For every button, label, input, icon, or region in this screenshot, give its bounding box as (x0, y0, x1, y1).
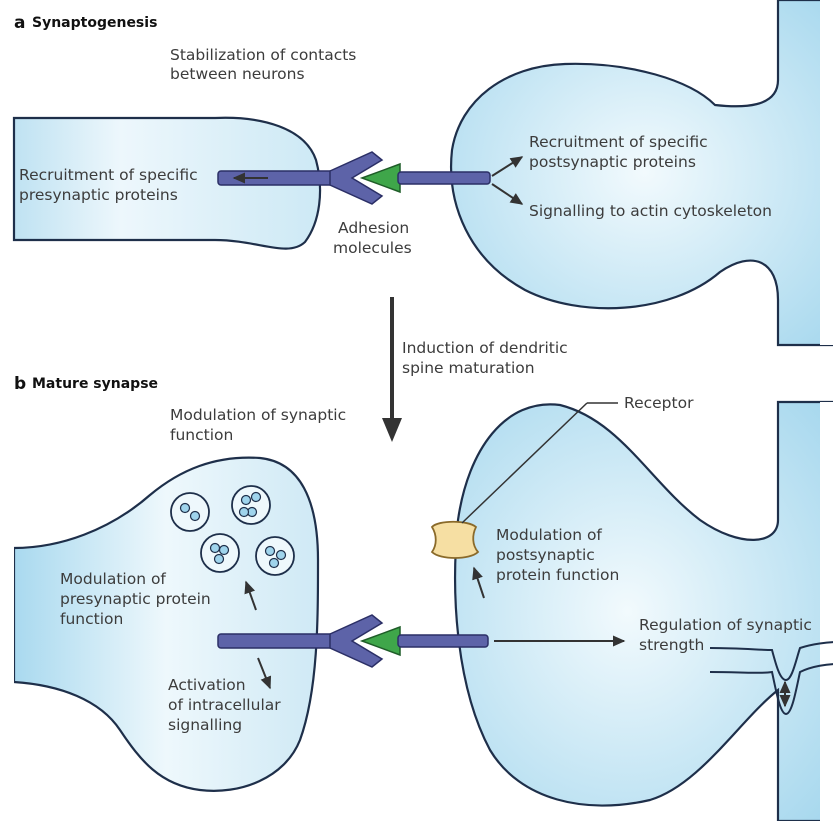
receptor-icon (432, 522, 478, 558)
adhesion-molecules-label: Adhesion molecules (333, 219, 414, 257)
panel-b-letter: b (14, 374, 26, 394)
stabilization-label: Stabilization of contacts between neuron… (170, 46, 361, 83)
induction-label: Induction of dendritic spine maturation (402, 339, 573, 377)
postsynaptic-spine-b (455, 402, 833, 821)
panel-a-title: Synaptogenesis (32, 15, 157, 31)
modulation-synaptic-label: Modulation of synaptic function (170, 406, 351, 444)
actin-signalling-label: Signalling to actin cytoskeleton (529, 202, 772, 220)
maturation-arrowhead (382, 418, 402, 442)
panel-b-title: Mature synapse (32, 376, 158, 392)
postsynaptic-spine-a (451, 0, 833, 345)
panel-a-letter: a (14, 13, 25, 33)
receptor-label: Receptor (624, 394, 694, 412)
